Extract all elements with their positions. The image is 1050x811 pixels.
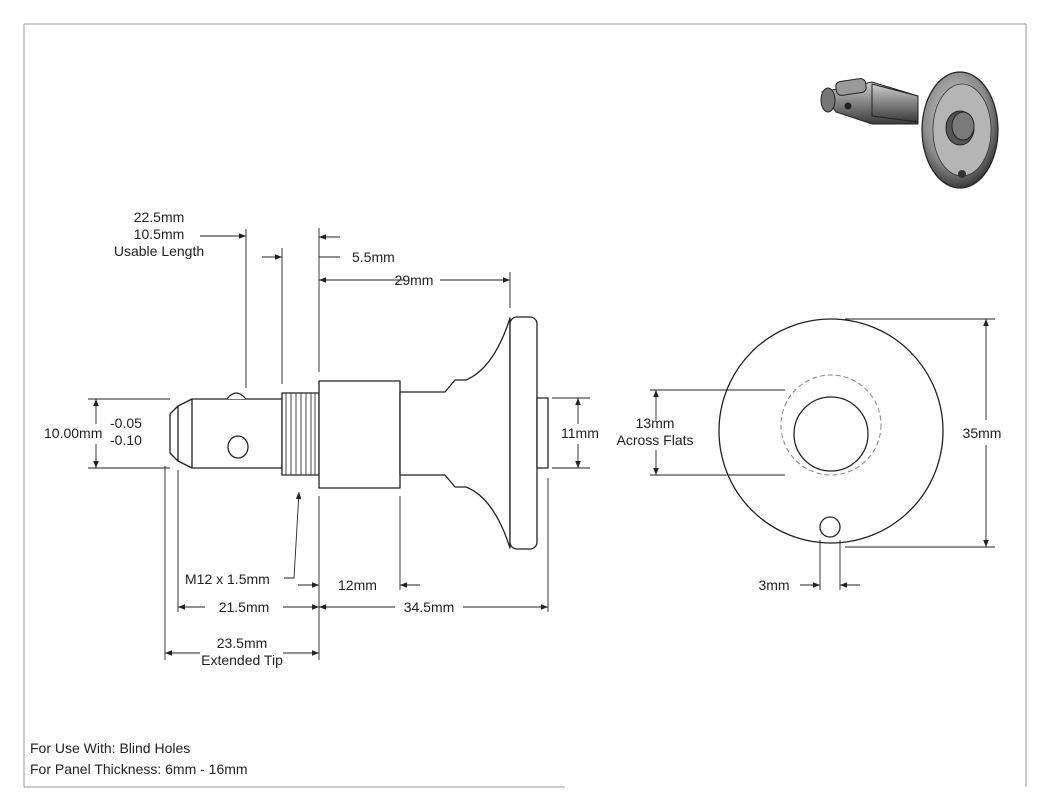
label-body-to-flange: 29mm: [395, 272, 434, 288]
flange: [509, 316, 538, 550]
label-pin-diameter: 10.00mm: [44, 425, 102, 441]
isometric-render: [820, 71, 999, 189]
label-overall-length: 34.5mm: [404, 599, 455, 615]
end-view-part: [718, 318, 944, 544]
note-use-with: For Use With: Blind Holes: [30, 740, 191, 756]
end-view-dimensions: [650, 318, 995, 590]
shank: [399, 317, 511, 549]
label-flange-diameter: 35mm: [963, 425, 1002, 441]
pin-tip: [177, 398, 283, 469]
cross-hole: [227, 435, 249, 459]
bore: [793, 396, 869, 472]
label-extended-tip-caption: Extended Tip: [201, 652, 283, 668]
locking-ball: [226, 392, 247, 400]
note-panel-thickness: For Panel Thickness: 6mm - 16mm: [30, 761, 248, 777]
pin-hole: [819, 516, 841, 538]
notes-block: For Use With: Blind Holes For Panel Thic…: [30, 738, 248, 780]
sheet-border: [23, 23, 1027, 788]
label-flange-offset: 5.5mm: [352, 249, 395, 265]
label-usable-caption: Usable Length: [114, 243, 204, 259]
thread-lines: [285, 393, 316, 475]
label-extended-tip-value: 23.5mm: [217, 635, 268, 651]
label-thread: M12 x 1.5mm: [185, 571, 270, 587]
body: [318, 380, 401, 489]
knob: [536, 397, 549, 469]
label-pin-tol-upper: -0.05: [110, 415, 142, 431]
label-pin-tol-lower: -0.10: [110, 432, 142, 448]
label-body-length: 12mm: [338, 577, 377, 593]
label-usable-value: 10.5mm: [134, 226, 185, 242]
side-view-dimensions: [88, 228, 590, 660]
label-usable-total: 22.5mm: [134, 209, 185, 225]
label-pin-hole: 3mm: [758, 577, 789, 593]
label-across-flats-value: 13mm: [636, 415, 675, 431]
dimension-labels: 22.5mm 10.5mm Usable Length 5.5mm 29mm 1…: [44, 209, 1001, 668]
label-across-flats-caption: Across Flats: [616, 432, 693, 448]
side-view-part: [169, 316, 549, 550]
label-shank-diameter: 11mm: [561, 425, 599, 441]
label-pin-length: 21.5mm: [219, 599, 270, 615]
hex-flats-hidden: [780, 374, 882, 476]
